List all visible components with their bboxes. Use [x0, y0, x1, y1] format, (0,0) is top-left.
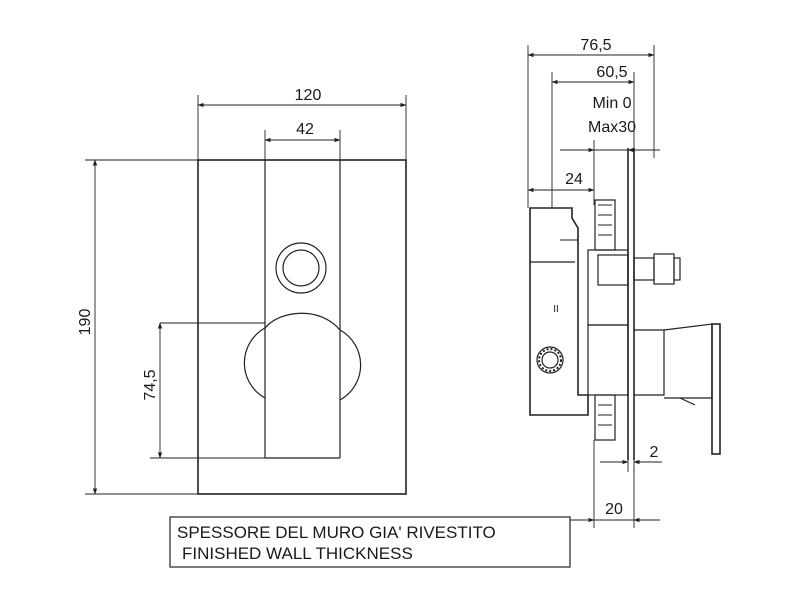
lower-flange	[594, 394, 616, 441]
dim-2-label: 2	[650, 444, 659, 461]
front-housing	[587, 324, 629, 396]
front-dimensions: 120 42 190 74,5	[77, 87, 407, 495]
lower-flange-teeth	[598, 404, 612, 426]
dim-24-label: 24	[565, 171, 583, 188]
valve-body-outline	[529, 207, 589, 416]
cartridge-housing	[587, 249, 629, 326]
front-view	[160, 159, 407, 495]
dim-605-label: 60,5	[596, 64, 627, 81]
lever-handle-side-icon	[634, 323, 721, 455]
diverter-knob-icon	[275, 242, 327, 294]
dim-20-label: 20	[605, 501, 623, 518]
diverter-knob-side-icon	[633, 253, 681, 285]
note-line-en: FINISHED WALL THICKNESS	[182, 544, 413, 563]
threaded-inlet-icon	[536, 346, 564, 374]
dim-120-label: 120	[295, 87, 322, 104]
lever-handle-icon	[243, 312, 362, 401]
dim-765-label: 76,5	[580, 37, 611, 54]
front-plate-outline	[197, 159, 407, 495]
diverter-stem	[597, 254, 629, 286]
dim-42-label: 42	[296, 121, 314, 138]
dim-190-label: 190	[77, 309, 94, 336]
note-box	[169, 516, 571, 568]
wall-thickness-note: SPESSORE DEL MURO GIA' RIVESTITO FINISHE…	[169, 516, 571, 568]
dim-745-label: 74,5	[142, 369, 159, 400]
side-view: II	[529, 148, 721, 460]
note-line-it: SPESSORE DEL MURO GIA' RIVESTITO	[177, 523, 496, 542]
wall-min-label: Min 0	[592, 95, 631, 112]
wall-max-label: Max30	[588, 119, 636, 136]
upper-flange-teeth	[598, 204, 612, 236]
side-dimensions: 76,5 60,5 Min 0 Max30 24 2 20	[527, 37, 662, 528]
valve-marking: II	[553, 304, 559, 315]
